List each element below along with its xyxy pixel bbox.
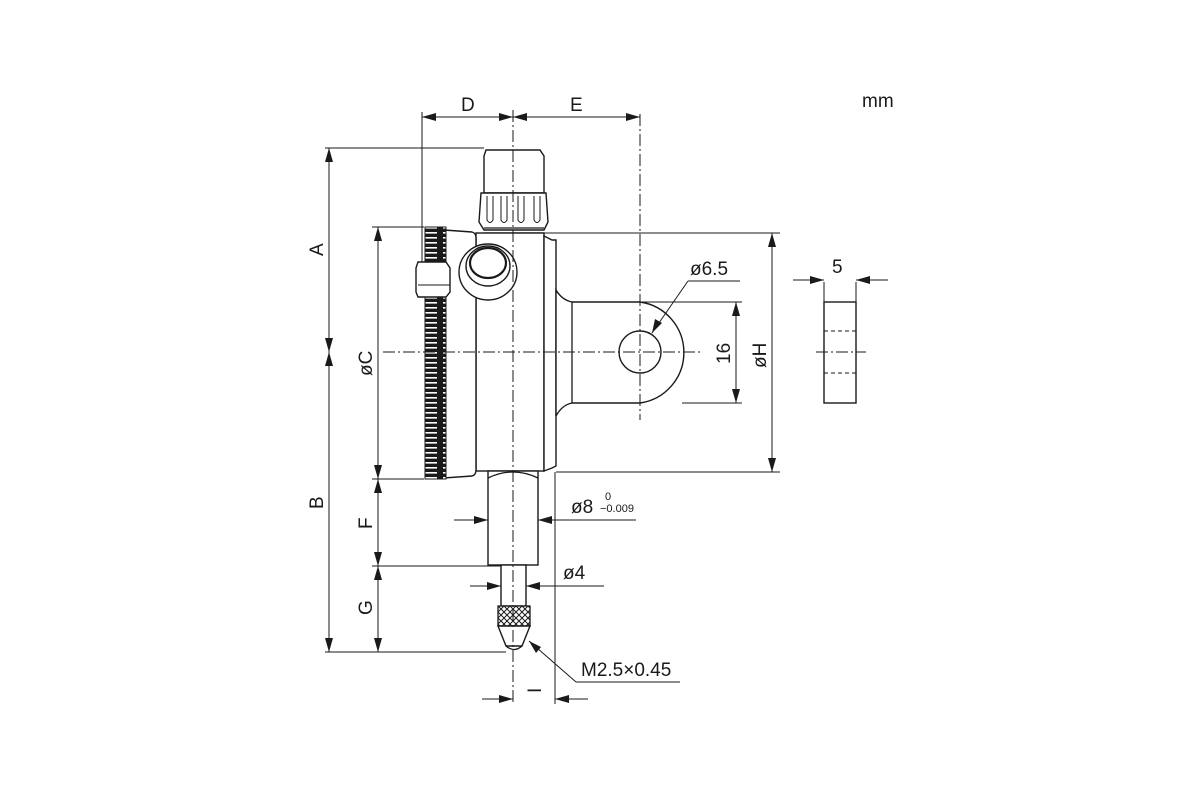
label-d: D — [461, 95, 475, 116]
label-h: øH — [750, 343, 771, 368]
label-c: øC — [356, 351, 377, 376]
label-stem-tol-upper: 0 — [605, 491, 611, 503]
indicator-body — [415, 149, 685, 651]
label-e: E — [570, 95, 583, 116]
label-a: A — [307, 243, 328, 256]
contact-point-tip — [496, 625, 532, 647]
dimension-labels: D E A B øC F G øH 16 ø6.5 5 ø8 0 −0.009 … — [307, 95, 843, 693]
limit-clip — [415, 261, 451, 298]
contact-point-knurl — [497, 605, 531, 627]
label-lug-hole: ø6.5 — [690, 259, 728, 280]
label-stem-diameter: ø8 — [571, 497, 593, 518]
label-i: I — [525, 688, 546, 693]
crown-flutes — [486, 196, 541, 223]
label-f: F — [356, 517, 377, 529]
label-spindle-diameter: ø4 — [563, 563, 586, 584]
label-16: 16 — [714, 343, 735, 364]
center-lines — [383, 110, 700, 702]
label-b: B — [307, 496, 328, 509]
label-stem-tol-lower: −0.009 — [600, 503, 634, 515]
back-rim — [543, 234, 557, 473]
extension-lines — [325, 112, 780, 704]
unit-label: mm — [862, 91, 894, 112]
label-thread: M2.5×0.45 — [581, 660, 671, 681]
label-g: G — [356, 600, 377, 615]
lug-side-view — [816, 282, 866, 404]
top-cap — [483, 149, 545, 194]
dimension-lines — [325, 113, 888, 703]
counter-knob-inner — [465, 245, 511, 287]
label-lug-thickness: 5 — [832, 257, 843, 278]
